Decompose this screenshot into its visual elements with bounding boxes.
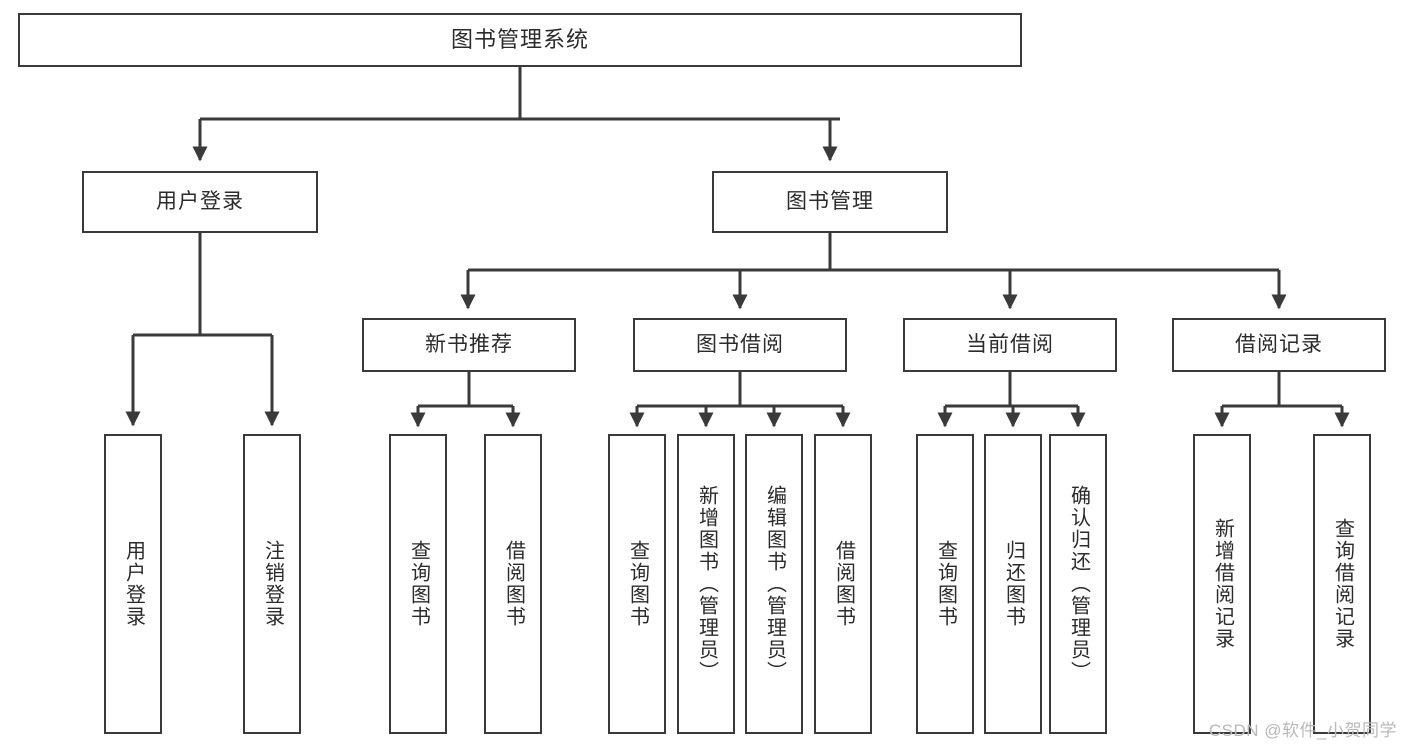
watermark: CSDN @软件_小贺同学 — [1208, 721, 1397, 740]
node-leaf-11-label: 新增借阅记录 — [1211, 518, 1234, 650]
node-leaf-5[interactable]: 新增图书（管理员） — [677, 434, 735, 734]
node-leaf-0[interactable]: 用户登录 — [104, 434, 162, 734]
node-leaf-12-label: 查询借阅记录 — [1331, 518, 1354, 650]
node-level2-3[interactable]: 借阅记录 — [1172, 318, 1386, 372]
node-leaf-2-label: 查询图书 — [407, 540, 430, 628]
node-leaf-8-label: 查询图书 — [934, 540, 957, 628]
node-leaf-3-label: 借阅图书 — [502, 540, 525, 628]
node-level1-0-label: 用户登录 — [156, 190, 244, 214]
node-level2-1-label: 图书借阅 — [696, 333, 784, 357]
node-level2-3-label: 借阅记录 — [1235, 333, 1323, 357]
node-leaf-12[interactable]: 查询借阅记录 — [1313, 434, 1371, 734]
node-leaf-11[interactable]: 新增借阅记录 — [1193, 434, 1251, 734]
node-leaf-0-label: 用户登录 — [122, 540, 145, 628]
node-leaf-3[interactable]: 借阅图书 — [484, 434, 542, 734]
node-level2-0[interactable]: 新书推荐 — [362, 318, 576, 372]
node-level1-1[interactable]: 图书管理 — [712, 171, 948, 233]
node-leaf-9[interactable]: 归还图书 — [984, 434, 1042, 734]
node-leaf-9-label: 归还图书 — [1002, 540, 1025, 628]
node-leaf-7[interactable]: 借阅图书 — [814, 434, 872, 734]
node-leaf-10-label: 确认归还（管理员） — [1067, 485, 1090, 683]
node-leaf-10[interactable]: 确认归还（管理员） — [1049, 434, 1107, 734]
node-leaf-2[interactable]: 查询图书 — [389, 434, 447, 734]
node-leaf-6-label: 编辑图书（管理员） — [763, 485, 786, 683]
node-level2-0-label: 新书推荐 — [425, 333, 513, 357]
node-level1-1-label: 图书管理 — [786, 190, 874, 214]
node-root[interactable]: 图书管理系统 — [18, 13, 1022, 67]
node-level2-2-label: 当前借阅 — [966, 333, 1054, 357]
node-leaf-5-label: 新增图书（管理员） — [695, 485, 718, 683]
node-level2-2[interactable]: 当前借阅 — [903, 318, 1117, 372]
node-leaf-1[interactable]: 注销登录 — [243, 434, 301, 734]
node-leaf-8[interactable]: 查询图书 — [916, 434, 974, 734]
node-leaf-7-label: 借阅图书 — [832, 540, 855, 628]
node-leaf-1-label: 注销登录 — [261, 540, 284, 628]
node-leaf-6[interactable]: 编辑图书（管理员） — [745, 434, 803, 734]
node-level2-1[interactable]: 图书借阅 — [633, 318, 847, 372]
node-leaf-4-label: 查询图书 — [626, 540, 649, 628]
node-root-label: 图书管理系统 — [450, 26, 589, 52]
node-level1-0[interactable]: 用户登录 — [82, 171, 318, 233]
node-leaf-4[interactable]: 查询图书 — [608, 434, 666, 734]
